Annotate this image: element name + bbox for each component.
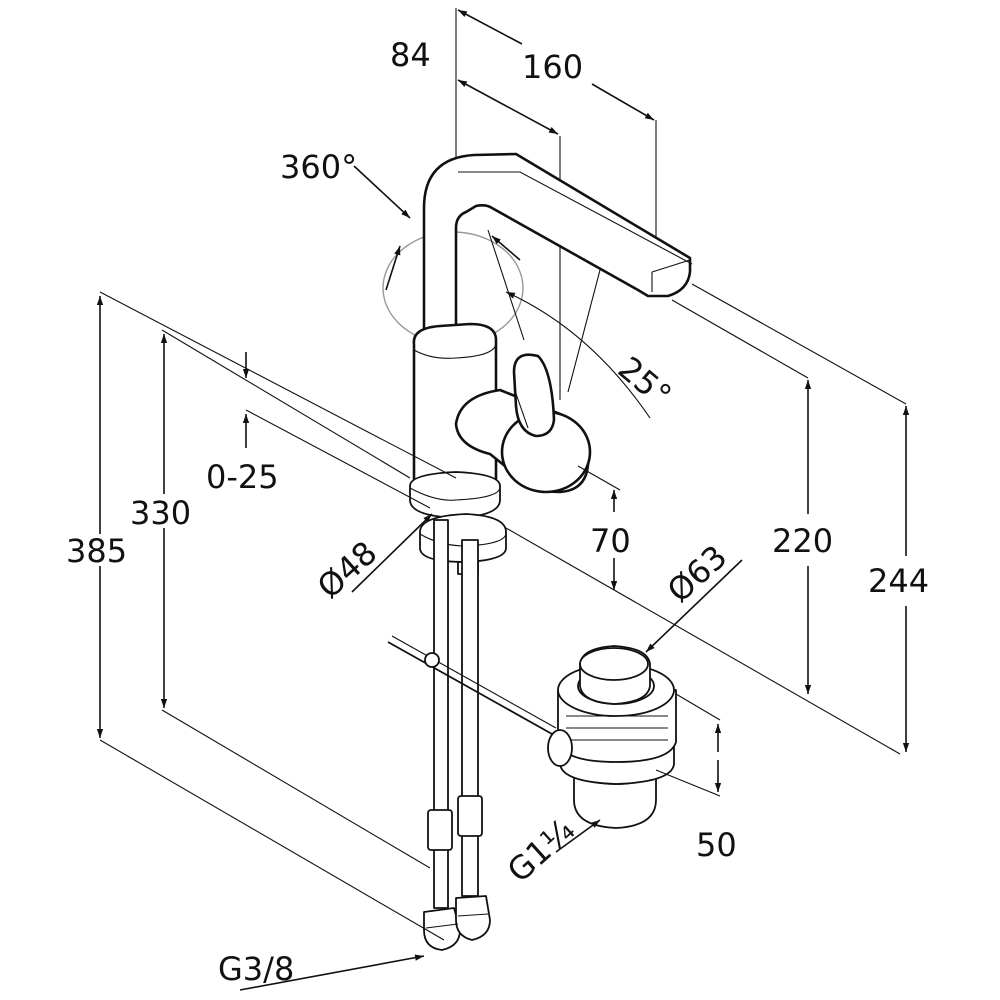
label-height-244: 244 [868, 562, 929, 600]
lever-angle-indicator [487, 229, 651, 419]
label-lever-angle: 25° [611, 349, 679, 415]
label-reach-160: 160 [522, 48, 583, 86]
faucet-spout [422, 152, 693, 344]
height-dimensions-left [96, 291, 457, 941]
label-swivel-360: 360° [280, 148, 357, 186]
waste-valve [547, 645, 677, 829]
waste-thread-leader [555, 819, 601, 853]
depth-dimension [505, 465, 901, 755]
supply-hoses [423, 519, 491, 951]
label-waste-50: 50 [696, 826, 737, 864]
height-dimensions-right [671, 283, 910, 752]
label-depth-70: 70 [590, 522, 631, 560]
label-reach-84: 84 [390, 36, 431, 74]
faucet-body [409, 322, 501, 519]
label-height-220: 220 [772, 522, 833, 560]
flange-diameter-leader [351, 513, 433, 593]
label-height-330: 330 [130, 494, 191, 532]
label-diameter-48: Ø48 [310, 534, 384, 606]
waste-diameter-leader [645, 559, 743, 653]
label-waste-thread: G1¼ [500, 811, 582, 890]
waste-height-dimension [655, 693, 722, 797]
hose-thread-leader [239, 954, 425, 991]
label-hose-thread: G3/8 [218, 950, 294, 988]
label-adjust-0-25: 0-25 [206, 458, 279, 496]
popup-rod [387, 635, 557, 735]
label-diameter-63: Ø63 [660, 538, 734, 610]
lever-handle [454, 353, 592, 494]
label-height-385: 385 [66, 532, 127, 570]
